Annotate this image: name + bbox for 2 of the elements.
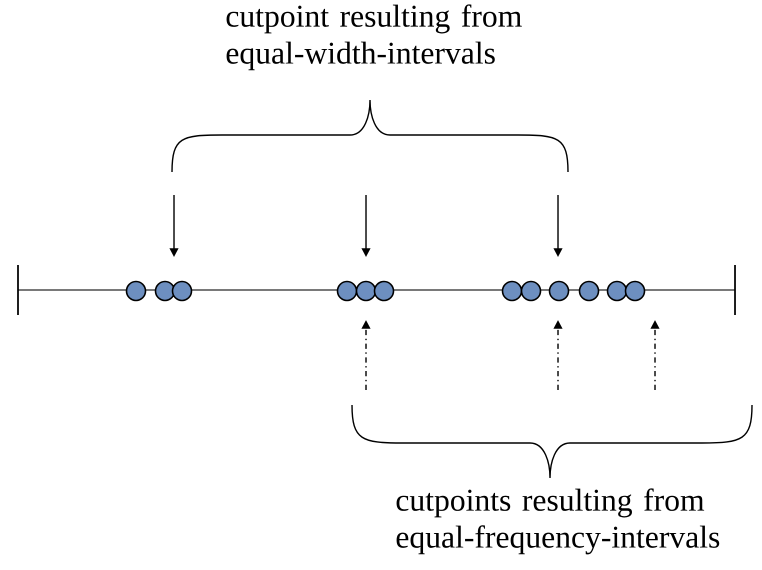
annotation-text: cutpoint resulting from equal-width-intervals: [226, 4, 522, 70]
annotation-text: cutpoints resulting from equal-frequency-intervals: [396, 488, 720, 554]
